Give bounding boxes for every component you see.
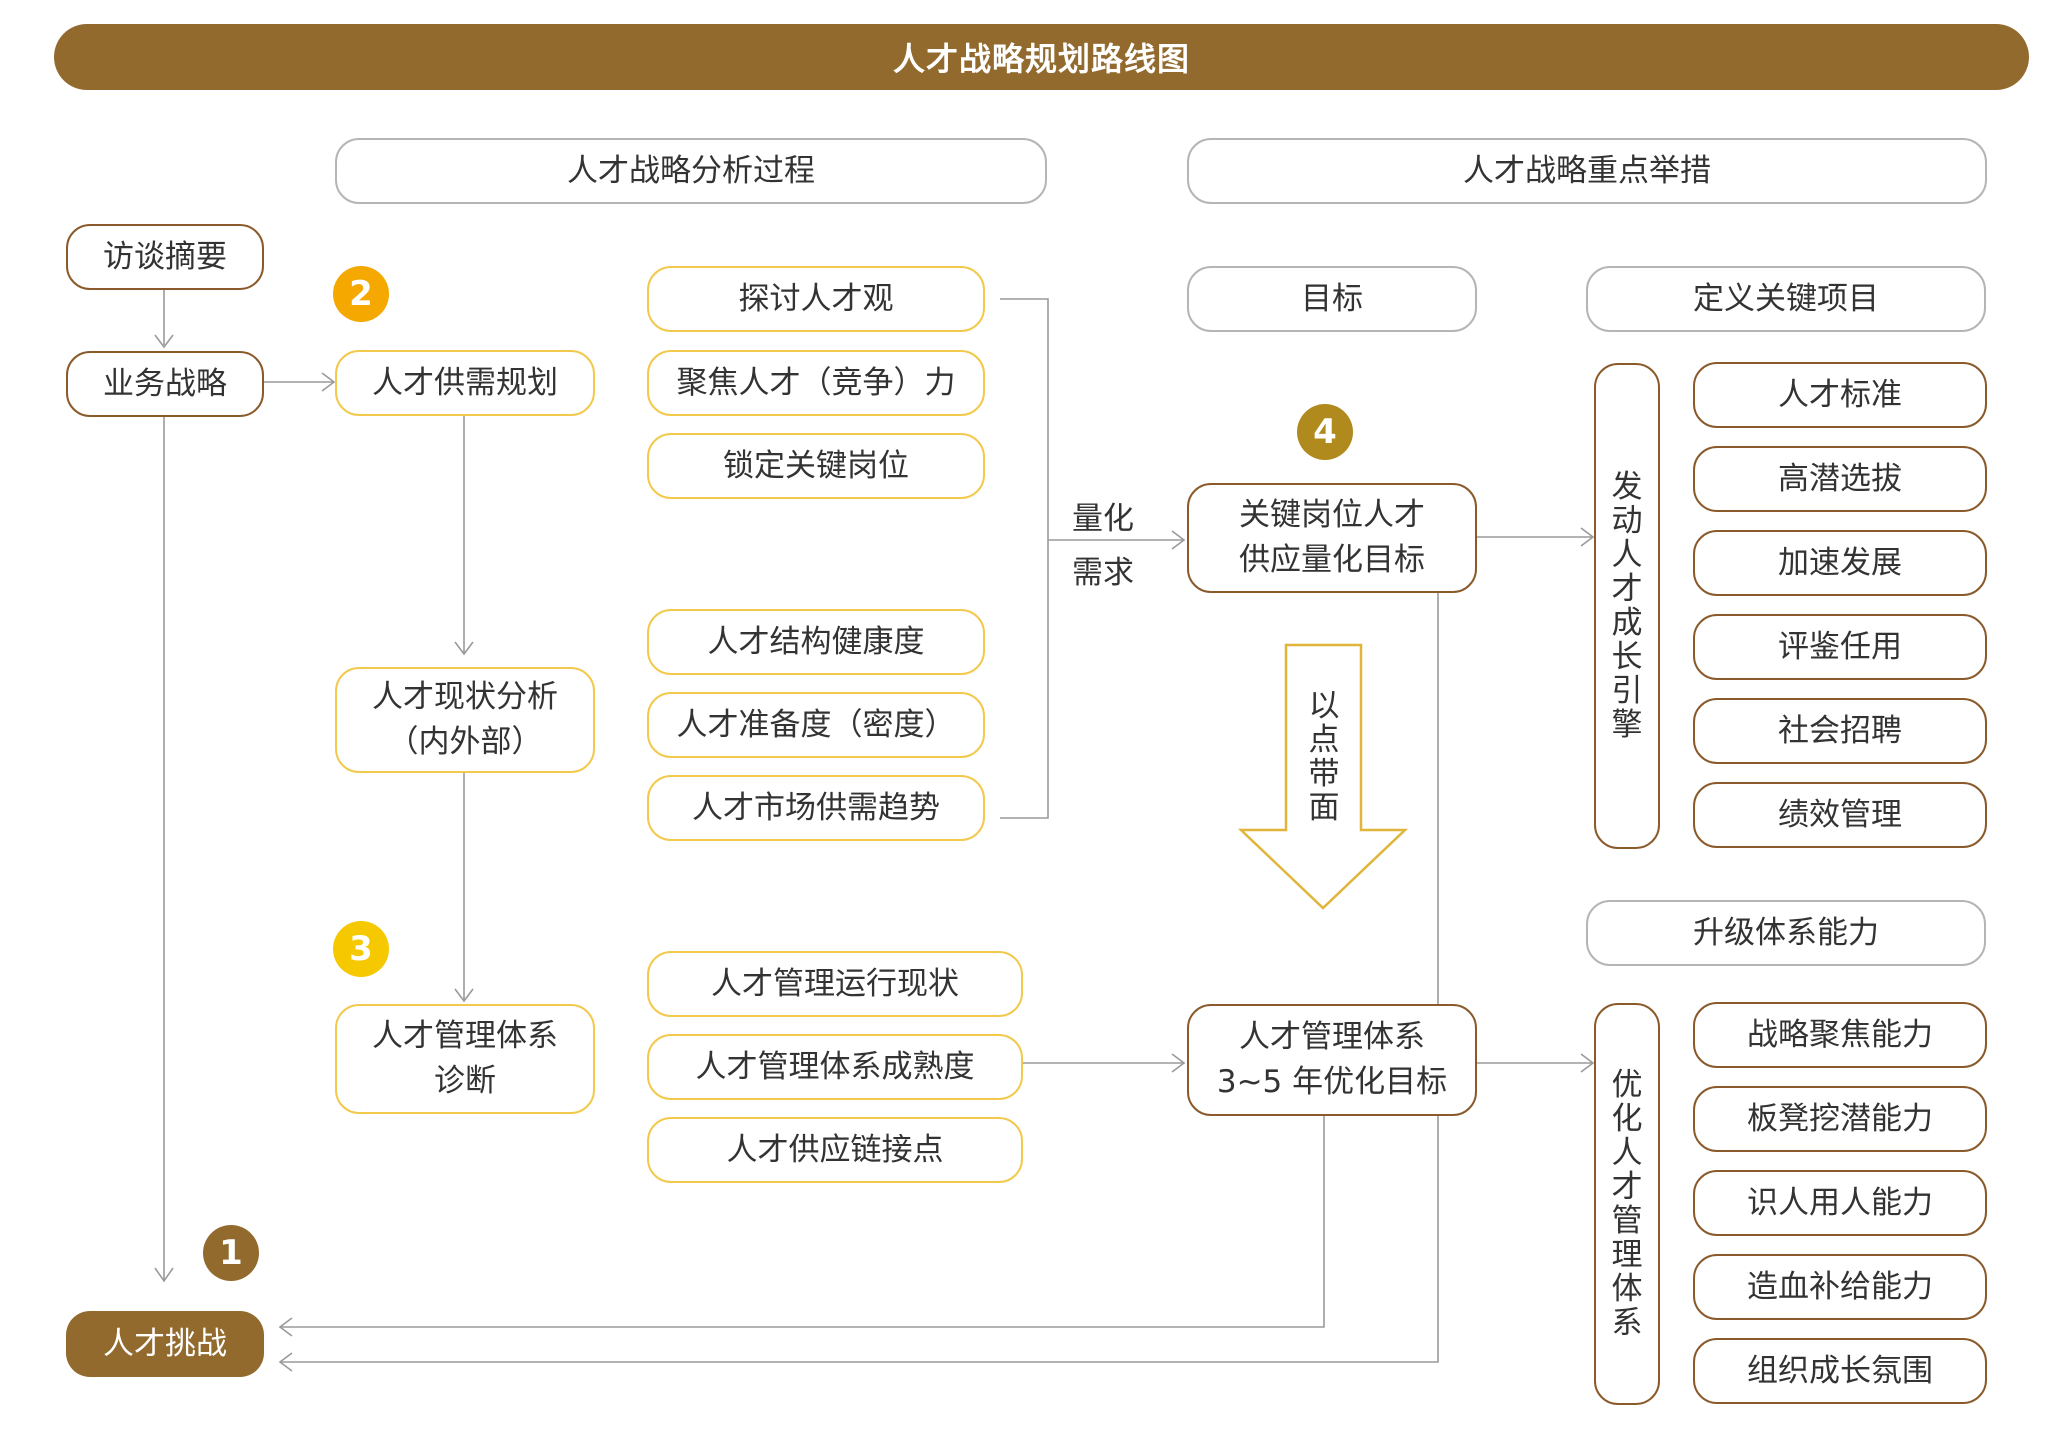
detail-structure-health[interactable]: 人才结构健康度 — [647, 609, 985, 675]
engine-char-6: 长 — [1611, 639, 1643, 675]
capability-header: 升级体系能力 — [1586, 900, 1986, 966]
goals-header: 目标 — [1187, 266, 1477, 332]
detail-key-positions[interactable]: 锁定关键岗位 — [647, 433, 985, 499]
capability-talent-supply[interactable]: 造血补给能力 — [1693, 1254, 1987, 1320]
system-goal-line1: 人才管理体系 — [1239, 1019, 1425, 1056]
key-position-goal-node[interactable]: 关键岗位人才 供应量化目标 — [1187, 483, 1477, 593]
detail-operation-status[interactable]: 人才管理运行现状 — [647, 951, 1023, 1017]
detail-talent-view[interactable]: 探讨人才观 — [647, 266, 985, 332]
point-to-surface-label: 以 点 带 面 — [1306, 682, 1342, 832]
capability-growth-atmosphere[interactable]: 组织成长氛围 — [1693, 1338, 1987, 1404]
optimize-char-2: 化 — [1611, 1101, 1643, 1137]
quantify-line1: 量化 — [1072, 501, 1134, 537]
system-diagnosis-node[interactable]: 人才管理体系 诊断 — [335, 1004, 595, 1114]
engine-char-7: 引 — [1611, 673, 1643, 709]
project-assessment-appointment[interactable]: 评鉴任用 — [1693, 614, 1987, 680]
engine-char-3: 人 — [1611, 537, 1643, 573]
engine-char-8: 擎 — [1611, 707, 1643, 743]
optimize-char-5: 管 — [1611, 1203, 1643, 1239]
capability-strategic-focus[interactable]: 战略聚焦能力 — [1693, 1002, 1987, 1068]
badge-3: 3 — [333, 921, 389, 977]
detail-system-maturity[interactable]: 人才管理体系成熟度 — [647, 1034, 1023, 1100]
badge-4: 4 — [1297, 404, 1353, 460]
project-high-potential[interactable]: 高潜选拔 — [1693, 446, 1987, 512]
talent-challenge-node[interactable]: 人才挑战 — [66, 1311, 264, 1377]
detail-talent-competitiveness[interactable]: 聚焦人才（竞争）力 — [647, 350, 985, 416]
detail-market-trend[interactable]: 人才市场供需趋势 — [647, 775, 985, 841]
supply-demand-planning-node[interactable]: 人才供需规划 — [335, 350, 595, 416]
optimize-char-1: 优 — [1611, 1067, 1643, 1103]
point-char-2: 点 — [1308, 722, 1340, 758]
interview-summary-node[interactable]: 访谈摘要 — [66, 224, 264, 290]
page-title: 人才战略规划路线图 — [54, 24, 2029, 90]
status-analysis-line2: （内外部） — [387, 724, 543, 760]
point-char-1: 以 — [1308, 688, 1340, 724]
optimize-system-node[interactable]: 优 化 人 才 管 理 体 系 — [1594, 1003, 1660, 1405]
optimize-char-6: 理 — [1611, 1237, 1643, 1273]
key-position-goal-line1: 关键岗位人才 — [1239, 497, 1425, 534]
projects-header: 定义关键项目 — [1586, 266, 1986, 332]
system-goal-line2: 3~5 年优化目标 — [1216, 1064, 1448, 1100]
header-measures: 人才战略重点举措 — [1187, 138, 1987, 204]
project-social-recruitment[interactable]: 社会招聘 — [1693, 698, 1987, 764]
optimize-char-4: 才 — [1611, 1169, 1643, 1205]
down-arrow-shape — [1237, 643, 1409, 910]
project-performance-management[interactable]: 绩效管理 — [1693, 782, 1987, 848]
quantify-demand-label: 量化 需求 — [1072, 492, 1134, 600]
point-char-3: 带 — [1308, 756, 1340, 792]
system-goal-node[interactable]: 人才管理体系 3~5 年优化目标 — [1187, 1004, 1477, 1116]
badge-2: 2 — [333, 266, 389, 322]
detail-supply-chain-points[interactable]: 人才供应链接点 — [647, 1117, 1023, 1183]
growth-engine-node[interactable]: 发 动 人 才 成 长 引 擎 — [1594, 363, 1660, 849]
status-analysis-line1: 人才现状分析 — [372, 679, 558, 716]
engine-char-2: 动 — [1611, 503, 1643, 539]
optimize-char-3: 人 — [1611, 1135, 1643, 1171]
quantify-line2: 需求 — [1072, 555, 1134, 591]
engine-char-1: 发 — [1611, 469, 1643, 505]
business-strategy-node[interactable]: 业务战略 — [66, 351, 264, 417]
status-analysis-node[interactable]: 人才现状分析 （内外部） — [335, 667, 595, 773]
badge-1: 1 — [203, 1225, 259, 1281]
capability-identify-use-people[interactable]: 识人用人能力 — [1693, 1170, 1987, 1236]
capability-bench-potential[interactable]: 板凳挖潜能力 — [1693, 1086, 1987, 1152]
header-analysis: 人才战略分析过程 — [335, 138, 1047, 204]
project-accelerated-development[interactable]: 加速发展 — [1693, 530, 1987, 596]
optimize-char-7: 体 — [1611, 1271, 1643, 1307]
engine-char-5: 成 — [1611, 605, 1643, 641]
key-position-goal-line2: 供应量化目标 — [1239, 542, 1425, 578]
engine-char-4: 才 — [1611, 571, 1643, 607]
optimize-char-8: 系 — [1611, 1305, 1643, 1341]
system-diagnosis-line1: 人才管理体系 — [372, 1018, 558, 1055]
project-talent-standard[interactable]: 人才标准 — [1693, 362, 1987, 428]
system-diagnosis-line2: 诊断 — [434, 1063, 496, 1099]
detail-readiness[interactable]: 人才准备度（密度） — [647, 692, 985, 758]
point-char-4: 面 — [1308, 790, 1340, 826]
